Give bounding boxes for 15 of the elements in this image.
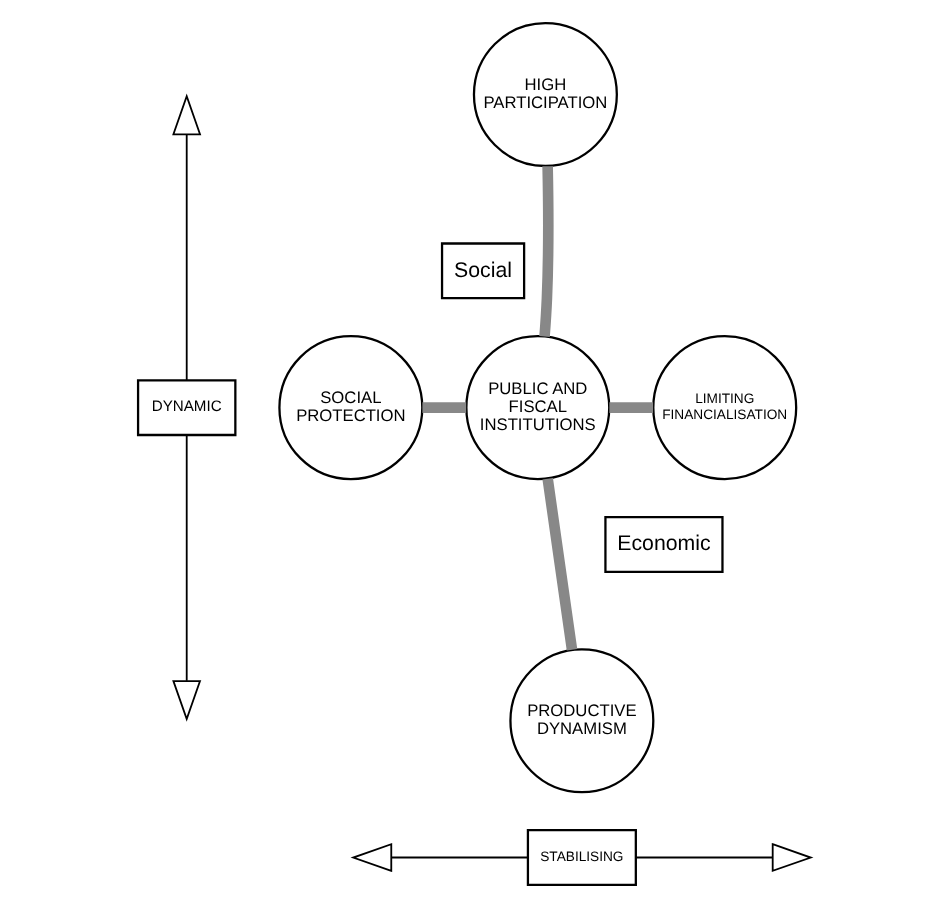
connector [422, 402, 467, 413]
connector [609, 402, 654, 413]
node-circle: SOCIAL PROTECTION [278, 335, 424, 481]
node-box: DYNAMIC [136, 379, 237, 437]
node-box: Economic [604, 515, 724, 573]
arrow [172, 93, 202, 381]
node-circle: HIGH PARTICIPATION [472, 22, 618, 168]
arrow [635, 842, 814, 873]
arrow [350, 842, 529, 873]
node-circle: PUBLIC AND FISCAL INSTITUTIONS [465, 335, 611, 481]
node-circle: PRODUCTIVE DYNAMISM [509, 648, 655, 794]
connector [539, 166, 554, 337]
node-box: Social [440, 242, 526, 300]
arrow [172, 434, 202, 722]
connector [542, 478, 578, 651]
